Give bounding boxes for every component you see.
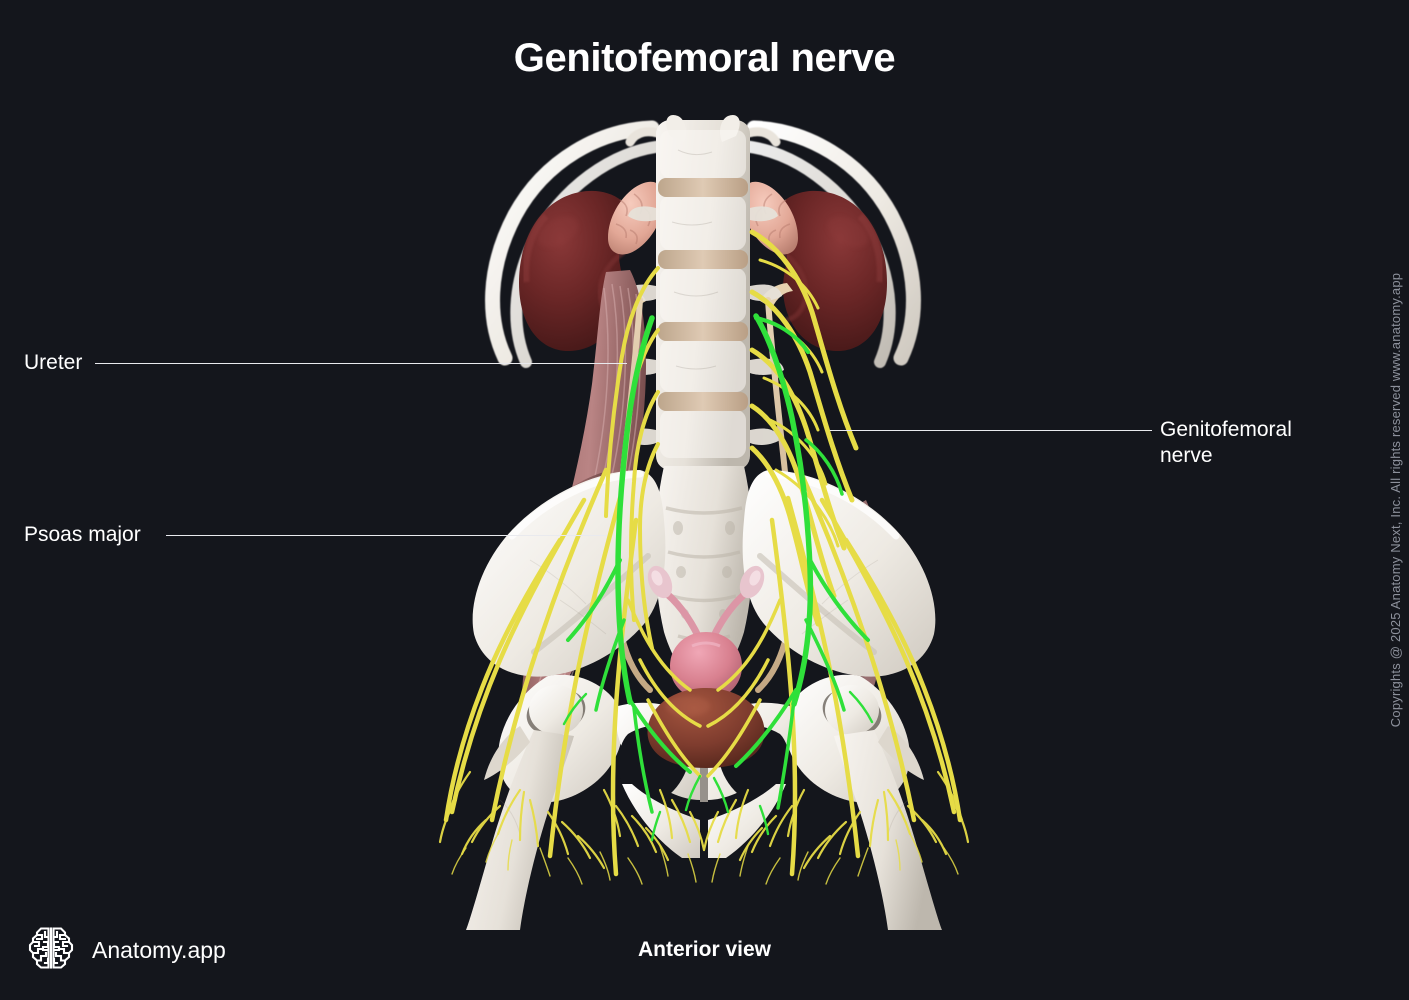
- leader-line-psoas-major: [166, 535, 607, 536]
- label-ureter: Ureter: [24, 351, 83, 374]
- leader-line-genitofemoral-nerve: [830, 430, 1152, 431]
- leader-line-ureter: [95, 363, 627, 364]
- intervertebral-discs: [658, 178, 748, 411]
- brain-icon: [26, 923, 76, 978]
- label-psoas-major: Psoas major: [24, 523, 141, 546]
- view-caption: Anterior view: [637, 938, 772, 961]
- brand-logo: Anatomy.app: [26, 923, 226, 978]
- brand-name: Anatomy.app: [92, 937, 226, 963]
- page-title: Genitofemoral nerve: [513, 36, 896, 80]
- lumbar-spine-group: [622, 114, 784, 470]
- copyright-notice: Copyrights @ 2025 Anatomy Next, Inc. All…: [1388, 272, 1403, 728]
- genitofemoral-nerve-highlight: [562, 313, 874, 842]
- label-genitofemoral-nerve: Genitofemoral nerve: [1160, 418, 1292, 467]
